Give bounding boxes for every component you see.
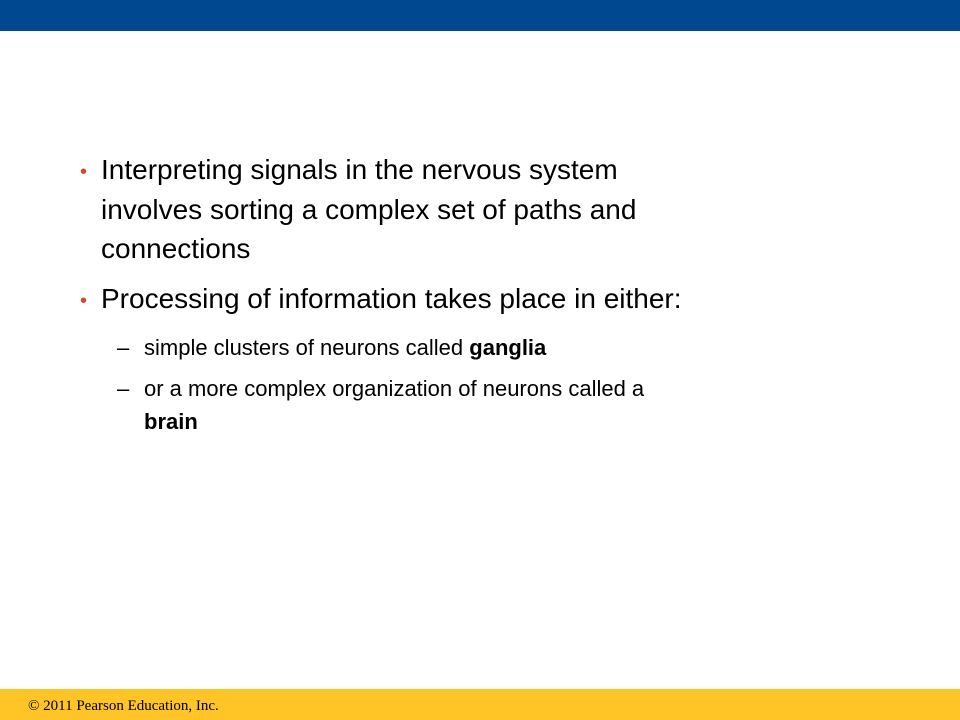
- term-brain: brain: [144, 409, 198, 434]
- bullet-marker: •: [80, 290, 88, 312]
- top-banner: [0, 0, 960, 31]
- sub-item-dash: –: [117, 376, 130, 401]
- bullet-2-line-1: Processing of information takes place in…: [101, 283, 682, 314]
- bullet-1-line-1: Interpreting signals in the nervous syst…: [101, 154, 618, 185]
- bullet-marker: •: [80, 161, 88, 183]
- copyright-notice: © 2011 Pearson Education, Inc.: [28, 698, 219, 714]
- bullet-1-line-3: connections: [101, 233, 251, 264]
- sub-item-2-line-2: brain: [144, 407, 198, 437]
- term-ganglia: ganglia: [469, 335, 547, 360]
- sub-item-1-prefix: simple clusters of neurons called: [144, 335, 470, 360]
- bullet-1-line-2: involves sorting a complex set of paths …: [101, 194, 637, 225]
- footer-bar: [0, 689, 960, 720]
- sub-item-2-line-1: or a more complex organization of neuron…: [144, 376, 645, 401]
- sub-item-dash: –: [117, 335, 130, 360]
- sub-item-1-text: simple clusters of neurons called gangli…: [144, 333, 546, 363]
